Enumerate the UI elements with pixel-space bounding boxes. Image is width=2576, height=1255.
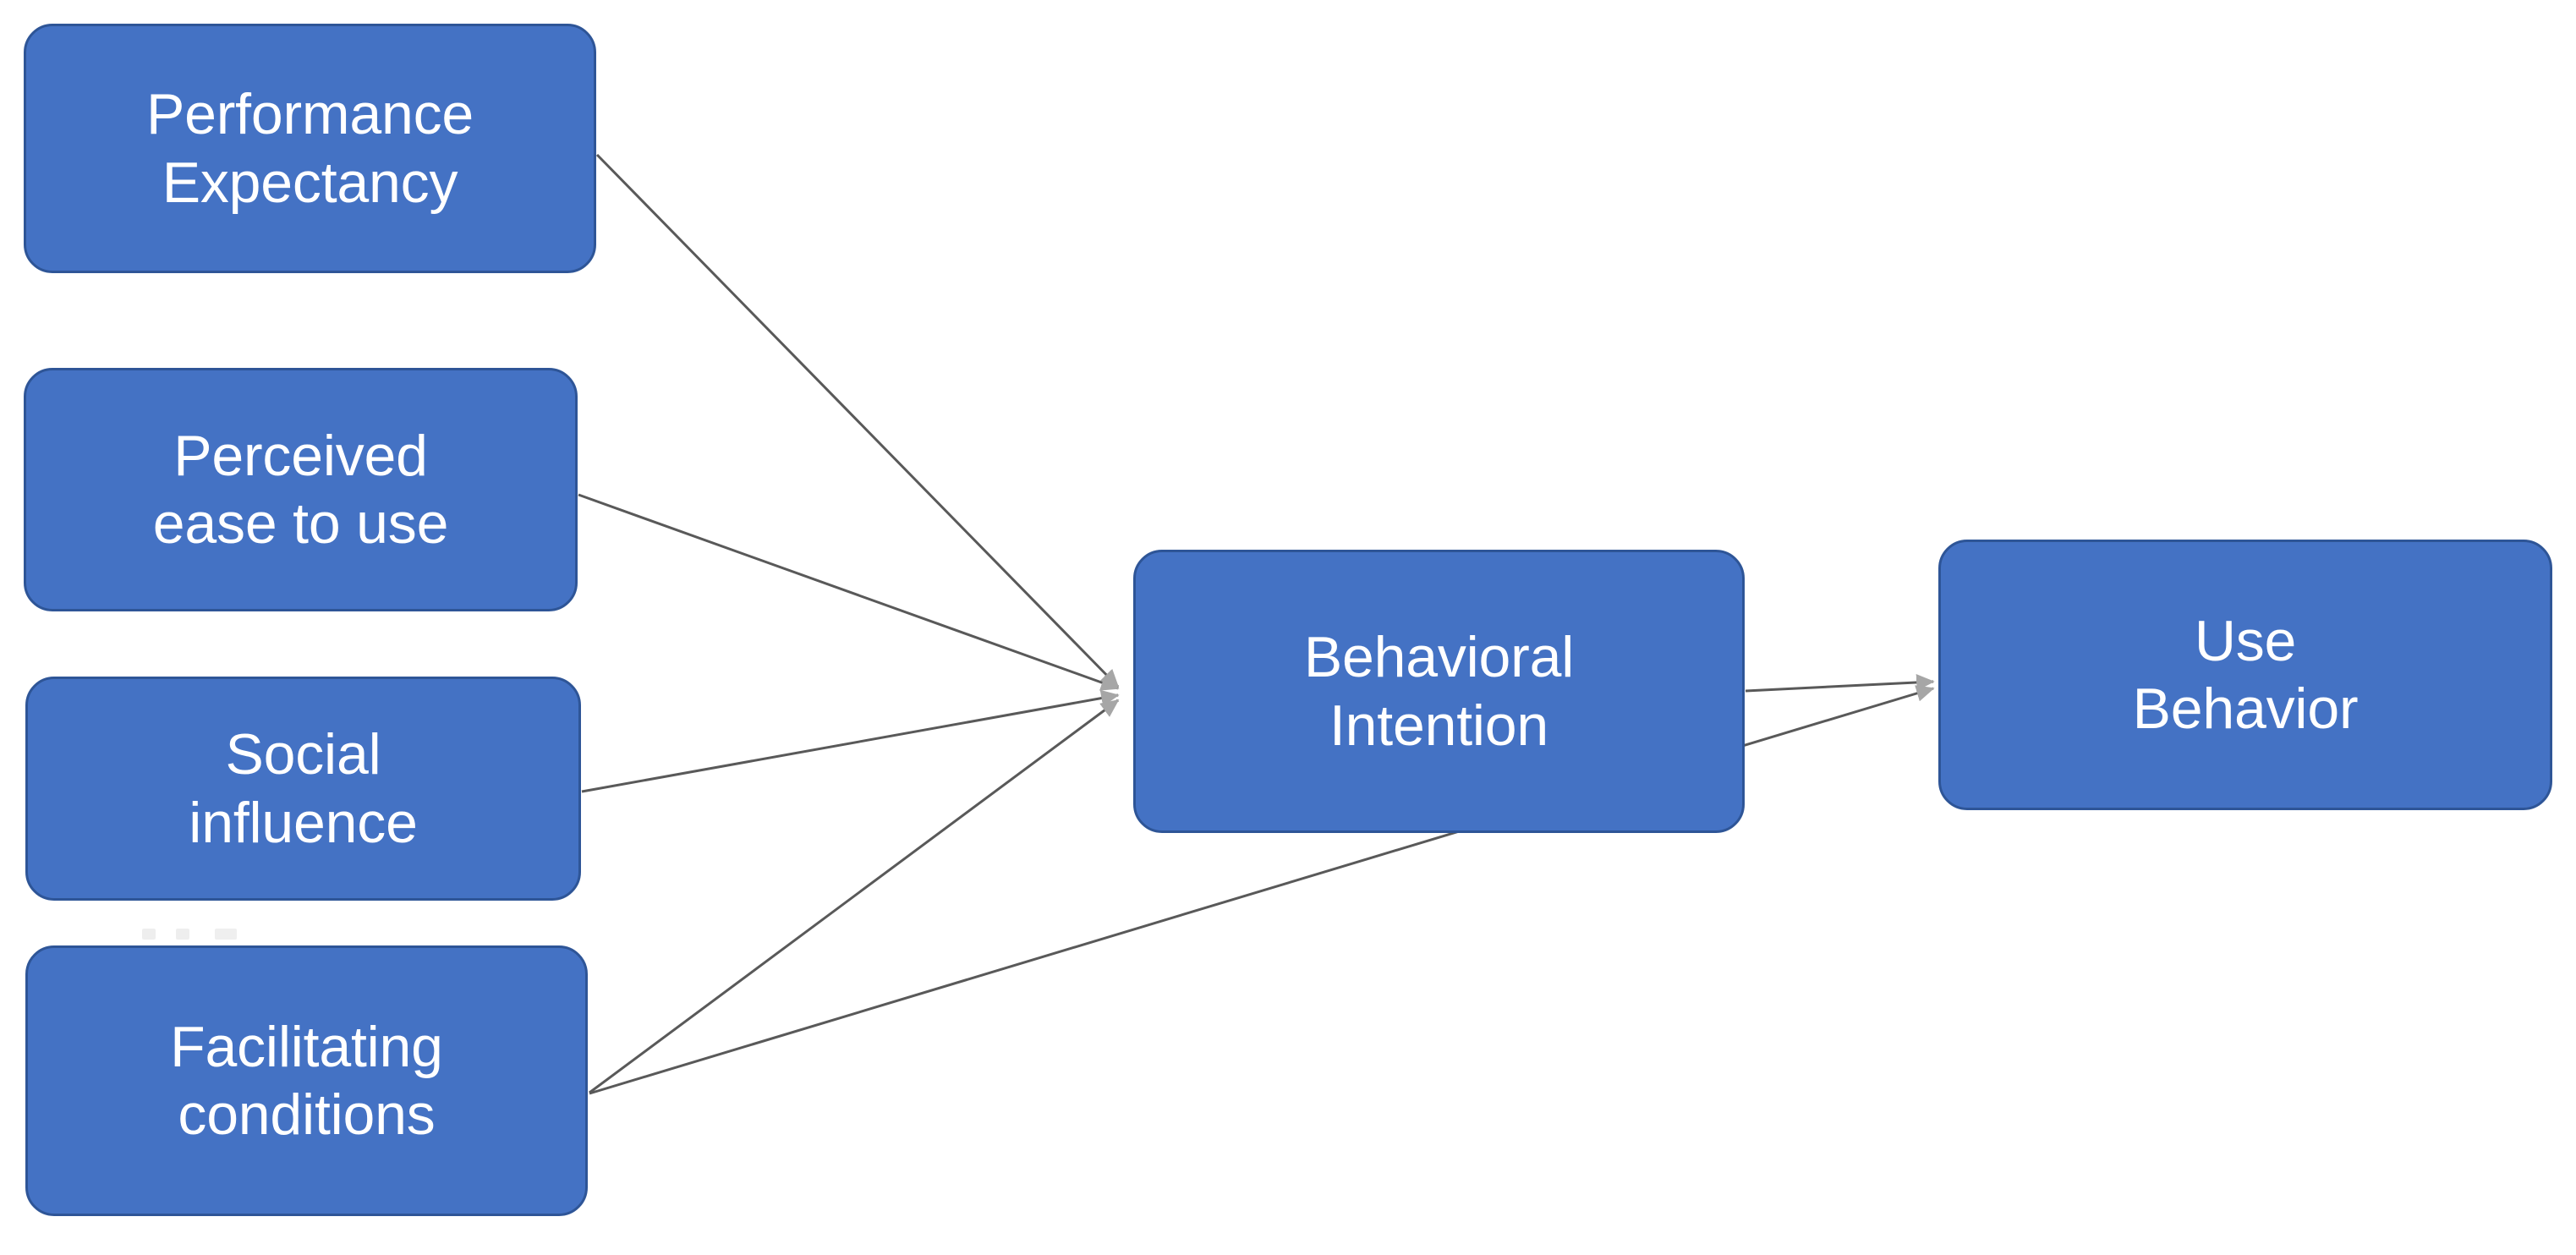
node-behavioral-intention-label: Behavioral Intention	[1303, 625, 1575, 758]
connector-social-influence-to-behavioral-intention	[581, 689, 1120, 793]
connector-perceived-ease-to-use-to-behavioral-intention	[578, 493, 1120, 691]
artifact-glyph	[176, 929, 189, 940]
node-performance-expectancy-label: Performance Expectancy	[145, 82, 474, 215]
node-perceived-ease-to-use[interactable]: Perceived ease to use	[24, 368, 578, 611]
node-perceived-ease-to-use-label: Perceived ease to use	[152, 423, 449, 556]
node-facilitating-conditions[interactable]: Facilitating conditions	[25, 945, 588, 1216]
artifact-glyph	[142, 929, 156, 940]
connector-facilitating-conditions-to-behavioral-intention	[589, 699, 1120, 1094]
clipped-text-artifact	[142, 929, 250, 940]
node-behavioral-intention[interactable]: Behavioral Intention	[1133, 550, 1745, 833]
connector-behavioral-intention-to-use-behavior	[1745, 674, 1935, 693]
artifact-glyph	[215, 929, 237, 940]
node-performance-expectancy[interactable]: Performance Expectancy	[24, 24, 596, 273]
node-facilitating-conditions-label: Facilitating conditions	[170, 1014, 443, 1147]
connector-performance-expectancy-to-behavioral-intention	[595, 153, 1120, 688]
node-use-behavior-label: Use Behavior	[2132, 608, 2359, 741]
node-social-influence[interactable]: Social influence	[25, 677, 581, 901]
node-social-influence-label: Social influence	[189, 722, 418, 855]
node-use-behavior[interactable]: Use Behavior	[1938, 540, 2552, 810]
